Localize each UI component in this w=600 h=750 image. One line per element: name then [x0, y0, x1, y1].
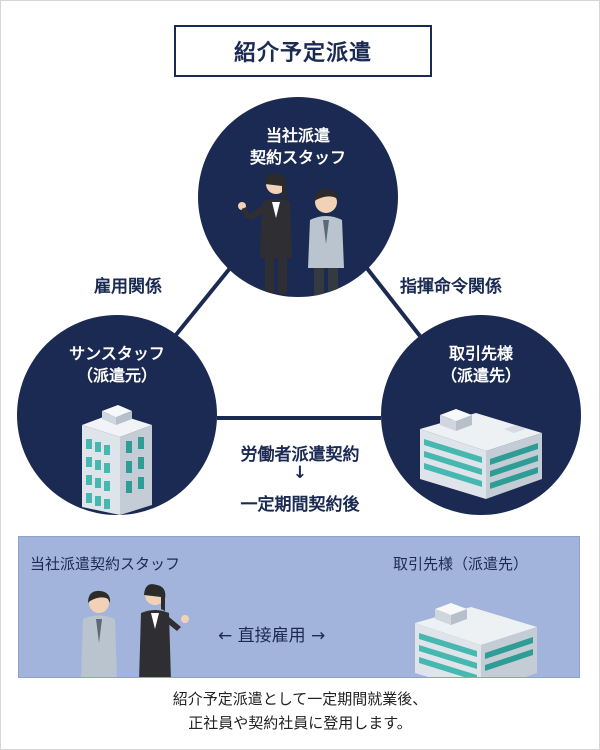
dispatcher-node-line2: （派遣元）: [76, 366, 157, 385]
employment-line: [173, 260, 237, 338]
client-node-line1: 取引先様: [448, 344, 513, 363]
client-node-line2: （派遣先）: [440, 366, 521, 385]
direct-hire-label: ← 直接雇用 →: [218, 626, 326, 646]
footer-line2: 正社員や契約社員に登用します。: [188, 714, 412, 732]
panel-staff-label: 当社派遣契約スタッフ: [30, 555, 181, 573]
after-contract-label: 一定期間契約後: [240, 495, 360, 515]
command-relation-label: 指揮命令関係: [400, 277, 502, 297]
panel-client-label: 取引先様（派遣先）: [393, 555, 529, 573]
dispatcher-node: サンスタッフ （派遣元）: [17, 315, 217, 515]
title-text: 紹介予定派遣: [233, 41, 372, 66]
down-arrow-icon: ↓: [292, 463, 308, 483]
staff-node: 当社派遣 契約スタッフ: [198, 97, 398, 297]
staff-node-line1: 当社派遣: [265, 126, 330, 145]
dispatch-contract-label: 労働者派遣契約: [240, 445, 360, 465]
client-node: 取引先様 （派遣先）: [381, 315, 581, 515]
client-building-icon: [420, 409, 542, 499]
staff-node-line2: 契約スタッフ: [249, 148, 346, 167]
staff-people-icon: [238, 173, 344, 296]
diagram-title: 紹介予定派遣: [174, 25, 432, 77]
panel-building-icon: [415, 603, 537, 677]
direct-hire-panel: [18, 536, 580, 678]
employment-relation-label: 雇用関係: [94, 277, 162, 297]
dispatcher-node-line1: サンスタッフ: [69, 344, 165, 363]
dispatcher-building-icon: [82, 405, 152, 515]
footer-line1: 紹介予定派遣として一定期間就業後、: [172, 690, 428, 708]
command-line: [360, 260, 422, 338]
panel-people-icon: [81, 584, 189, 677]
